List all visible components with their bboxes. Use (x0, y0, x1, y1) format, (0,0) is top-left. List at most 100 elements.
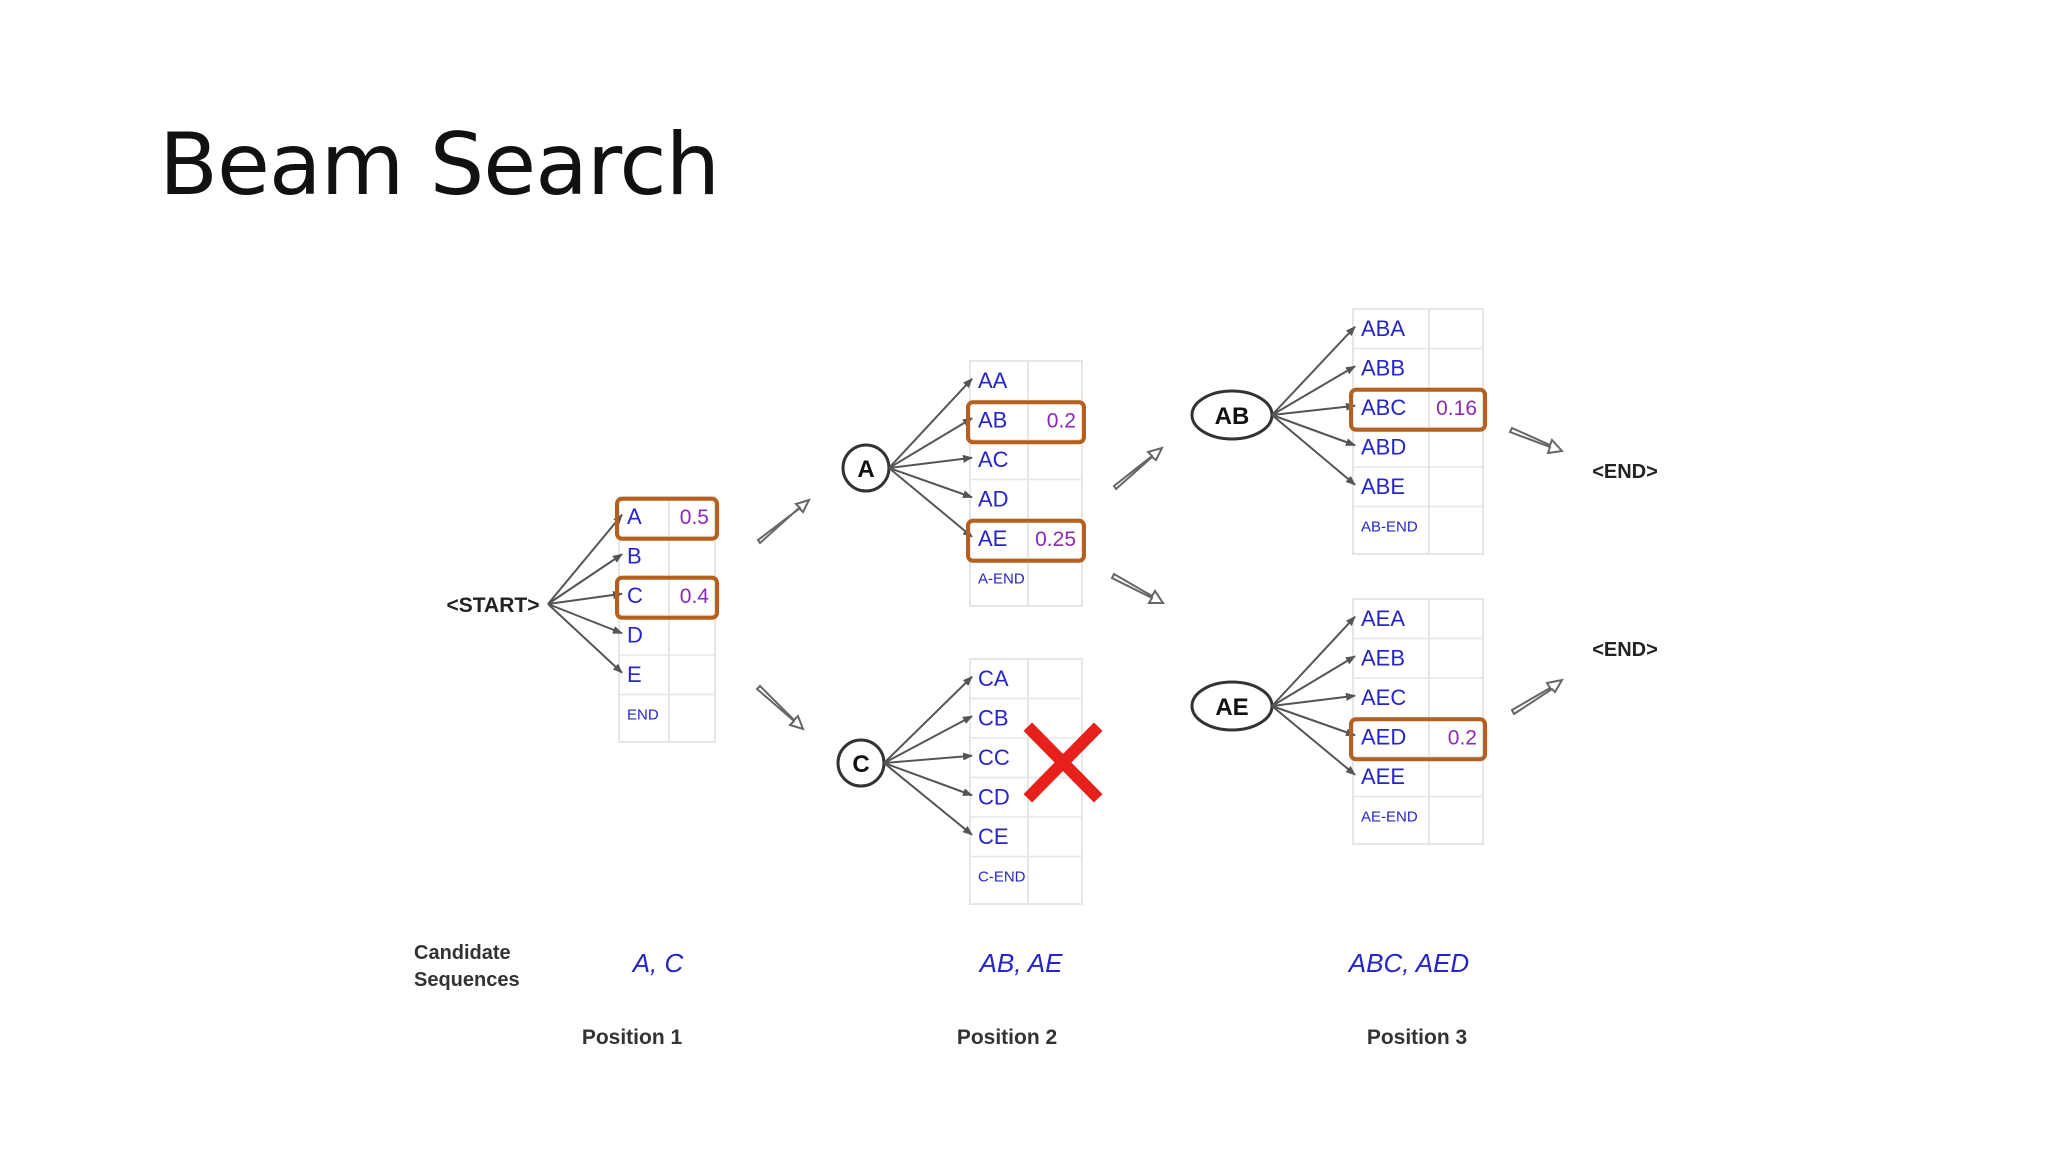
branch-arrow (1271, 402, 1356, 416)
candidate-item: CD (978, 784, 1010, 809)
branch-arrow (883, 762, 973, 797)
node-ae: AE (1190, 680, 1274, 732)
candidates-position-1: A, C (631, 948, 684, 978)
node-a-label: A (857, 456, 874, 483)
candidate-score: 0.4 (680, 585, 710, 608)
candidate-score: 0.16 (1436, 397, 1477, 420)
branch-arrow (888, 467, 973, 538)
branch-arrow (888, 417, 973, 469)
candidate-item: AEA (1361, 606, 1405, 631)
candidate-item: ABD (1361, 434, 1406, 459)
selected-highlight (1349, 717, 1487, 762)
branch-arrow (547, 603, 623, 674)
position1-table: A 0.5BC 0.4DE END (547, 496, 719, 743)
position-2-label: Position 2 (957, 1026, 1057, 1049)
arrow-to-node-c (755, 684, 805, 731)
candidate-item: CA (978, 666, 1009, 691)
candidate-item: C (627, 583, 643, 608)
branch-arrow (888, 454, 973, 469)
candidate-item: AA (978, 368, 1008, 393)
branch-arrow (1271, 692, 1356, 707)
candidate-score: 0.5 (680, 506, 709, 529)
node-ab: AB (1190, 389, 1274, 441)
node-a-table: AA AB 0.2AC AD AE 0.25A-END (888, 360, 1086, 607)
candidate-item: A-END (978, 570, 1025, 587)
branch-arrow (883, 752, 973, 764)
candidate-item: AE (978, 526, 1007, 551)
arrow-to-node-ae (1110, 572, 1165, 604)
candidate-item: AB-END (1361, 518, 1418, 535)
arrow-to-node-ab (1112, 446, 1164, 491)
node-c: C (836, 738, 886, 788)
arrow-to-node-a (756, 498, 811, 545)
node-ae-label: AE (1215, 694, 1248, 721)
branch-arrow (1271, 365, 1356, 416)
candidate-item: AEB (1361, 645, 1405, 670)
node-c-label: C (852, 751, 869, 778)
position-1-label: Position 1 (582, 1026, 683, 1049)
slide-title: Beam Search (159, 115, 720, 215)
branch-arrow (1271, 414, 1356, 447)
node-c-table: CA CB CC CD CE C-END (883, 658, 1083, 905)
candidate-item: AEE (1361, 764, 1405, 789)
end-label-top: <END> (1592, 461, 1658, 483)
candidate-item: B (627, 543, 642, 568)
candidate-item: ABB (1361, 355, 1405, 380)
node-a: A (841, 443, 891, 493)
selected-highlight (1349, 387, 1487, 432)
candidate-item: AE-END (1361, 808, 1418, 825)
candidate-item: E (627, 662, 642, 687)
pruned-x-mark (1023, 722, 1103, 803)
selected-highlight (966, 400, 1086, 445)
candidate-score: 0.25 (1035, 528, 1076, 551)
branch-arrow (1271, 705, 1356, 737)
position-3-label: Position 3 (1367, 1026, 1467, 1049)
candidate-item: ABA (1361, 316, 1405, 341)
candidate-item: CC (978, 745, 1010, 770)
transition-arrows (755, 426, 1565, 731)
start-label: <START> (447, 594, 540, 617)
end-label-bottom: <END> (1592, 639, 1658, 661)
candidate-item: AED (1361, 724, 1406, 749)
selected-highlight (615, 575, 719, 620)
branch-arrow (1271, 655, 1356, 707)
branch-arrow (1271, 705, 1356, 776)
branch-arrow (888, 467, 973, 499)
candidate-item: AC (978, 447, 1009, 472)
candidate-item: AEC (1361, 685, 1406, 710)
branch-arrow (547, 513, 623, 605)
candidate-item: END (627, 706, 659, 723)
candidate-item: CB (978, 705, 1009, 730)
candidate-item: ABC (1361, 395, 1406, 420)
candidate-item: AB (978, 407, 1007, 432)
candidates-position-3: ABC, AED (1347, 948, 1469, 978)
branch-arrow (883, 676, 973, 764)
candidate-item: D (627, 622, 643, 647)
candidate-item: AD (978, 486, 1009, 511)
node-ab-label: AB (1215, 403, 1250, 430)
candidate-label-line2: Sequences (414, 969, 520, 991)
candidate-label-line1: Candidate (414, 942, 511, 964)
candidate-score: 0.2 (1448, 726, 1477, 749)
selected-highlight (615, 496, 719, 541)
candidate-item: ABE (1361, 474, 1405, 499)
arrow-ab-to-end (1508, 426, 1565, 455)
branch-arrow (547, 603, 623, 635)
candidates-position-2: AB, AE (978, 948, 1064, 978)
branch-arrow (883, 762, 973, 836)
selected-highlight (966, 518, 1086, 563)
candidate-item: C-END (978, 868, 1026, 885)
candidate-score: 0.2 (1047, 409, 1076, 432)
branch-arrow (883, 715, 973, 764)
branch-arrow (1271, 414, 1356, 486)
candidate-item: CE (978, 824, 1009, 849)
candidate-item: A (627, 504, 642, 529)
branch-arrow (547, 591, 623, 605)
branch-arrow (1271, 326, 1356, 416)
branch-arrow (1271, 616, 1356, 707)
arrow-ae-to-end (1510, 678, 1564, 716)
